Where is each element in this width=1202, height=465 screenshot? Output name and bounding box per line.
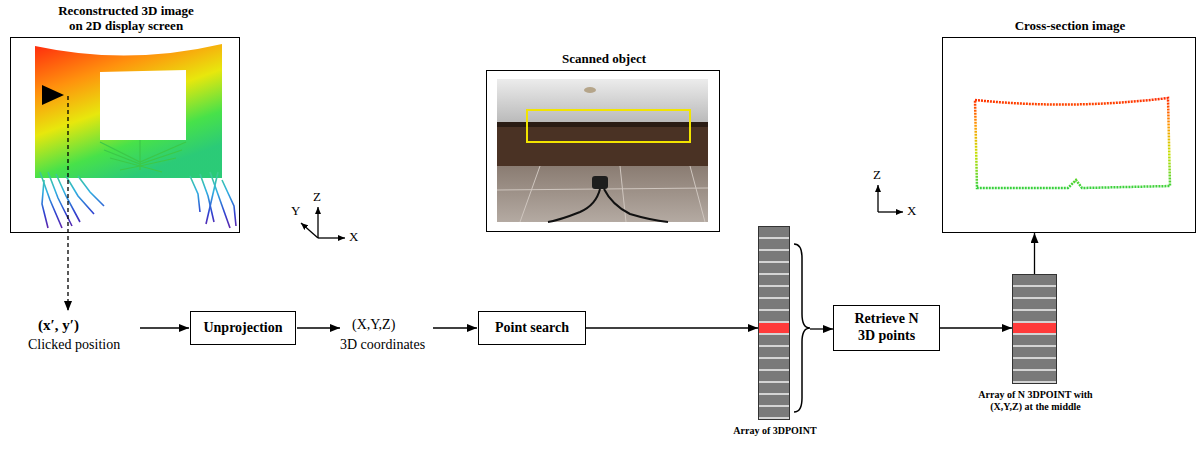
point-cloud-legs — [66, 176, 94, 214]
panel-heading: Cross-section image — [970, 19, 1170, 34]
cross-section-points — [975, 98, 1170, 188]
point-cloud-image — [35, 44, 236, 228]
array-cell — [1013, 359, 1056, 371]
axis-label: Z — [873, 168, 881, 183]
axes-2d — [877, 185, 878, 212]
click-pointer — [42, 85, 64, 105]
panel-heading: Scanned object — [504, 52, 704, 67]
flow-connector — [940, 327, 1012, 328]
process-box: Point search — [478, 311, 586, 345]
array-cell — [759, 239, 789, 251]
image-panel: Cross-section image — [942, 37, 1196, 233]
photo-highlight — [527, 110, 690, 142]
box-label: Unprojection — [203, 320, 282, 337]
image-panel: Scanned object — [486, 70, 720, 232]
flow-arrows — [140, 327, 189, 328]
array-label: Array of N 3DPOINT with (X,Y,Z) at the m… — [971, 389, 1101, 412]
point-cloud-legs — [40, 172, 236, 228]
photo-tiles — [690, 166, 705, 222]
flow-label: Clicked position — [28, 337, 120, 353]
point-cloud-legs — [78, 176, 104, 206]
flow-arrows — [433, 327, 477, 328]
flow-connector — [810, 328, 833, 329]
flow-connector — [1034, 233, 1035, 274]
point-cloud-frame — [35, 44, 222, 178]
point-cloud-floor — [120, 166, 162, 172]
point-cloud-floor — [100, 140, 186, 172]
photo-countertop — [497, 79, 708, 124]
array-cell — [759, 407, 789, 419]
process-box: Retrieve N 3D points — [833, 305, 940, 351]
axes-3d — [317, 207, 318, 238]
photo-tiles — [497, 166, 708, 222]
array-cell — [759, 335, 789, 347]
photo-cabinet-edge — [497, 122, 708, 127]
array-cell — [759, 299, 789, 311]
array-cell — [1013, 335, 1056, 347]
array-cell — [759, 263, 789, 275]
photo-tiles — [520, 166, 540, 222]
axis-label: Y — [291, 204, 300, 219]
box-label: Point search — [495, 320, 569, 337]
array-stack: Array of 3DPOINT — [758, 226, 790, 420]
array-cell — [759, 311, 789, 323]
array-cell-selected — [759, 323, 789, 335]
box-label: Retrieve N 3D points — [849, 311, 925, 345]
array-cell — [1013, 287, 1056, 299]
photo-floor — [497, 166, 708, 222]
array-cell — [1013, 371, 1056, 383]
array-cell — [759, 383, 789, 395]
point-cloud-legs — [222, 180, 236, 226]
axes-2d — [878, 211, 903, 212]
flow-connector — [586, 327, 758, 328]
panel-heading: Reconstructed 3D image on 2D display scr… — [51, 4, 201, 34]
flow-label: (X,Y,Z) — [352, 317, 395, 333]
axes-3d — [318, 237, 345, 238]
array-cell — [759, 371, 789, 383]
array-cell-selected — [1013, 323, 1056, 335]
axis-label: X — [907, 204, 916, 219]
photo-cabinet — [497, 124, 708, 166]
point-cloud-legs — [190, 176, 200, 212]
array-cell — [1013, 299, 1056, 311]
array-cell — [759, 395, 789, 407]
array-cell — [1013, 347, 1056, 359]
array-cell — [1013, 311, 1056, 323]
dashed-leader — [67, 96, 68, 311]
axis-label: X — [349, 230, 358, 245]
array-bracket — [794, 244, 810, 412]
point-cloud-floor — [104, 150, 182, 164]
photo-drain — [584, 87, 596, 93]
process-box: Unprojection — [190, 311, 296, 345]
flow-arrows — [297, 327, 340, 328]
axes-3d — [301, 207, 345, 238]
array-cell — [759, 359, 789, 371]
array-stack: Array of N 3DPOINT with (X,Y,Z) at the m… — [1012, 274, 1057, 384]
array-cell — [759, 251, 789, 263]
point-cloud-legs — [42, 180, 48, 228]
photo-cable — [548, 189, 668, 222]
scanned-photo — [497, 79, 708, 222]
array-cell — [1013, 275, 1056, 287]
axes-2d — [878, 185, 903, 212]
array-cell — [759, 227, 789, 239]
axes-3d — [301, 223, 318, 238]
axis-label: Z — [313, 190, 321, 205]
point-cloud-floor — [139, 140, 140, 170]
image-panel: Reconstructed 3D image on 2D display scr… — [10, 37, 240, 233]
array-cell — [759, 347, 789, 359]
flow-label: 3D coordinates — [340, 337, 425, 353]
array-cell — [759, 287, 789, 299]
photo-tiles — [620, 166, 626, 222]
photo-sensor — [592, 176, 608, 189]
point-cloud-floor — [110, 158, 176, 166]
array-cell — [759, 275, 789, 287]
array-label: Array of 3DPOINT — [730, 425, 820, 437]
point-cloud-legs — [200, 174, 214, 222]
flow-label: (x′, y′) — [38, 317, 79, 334]
